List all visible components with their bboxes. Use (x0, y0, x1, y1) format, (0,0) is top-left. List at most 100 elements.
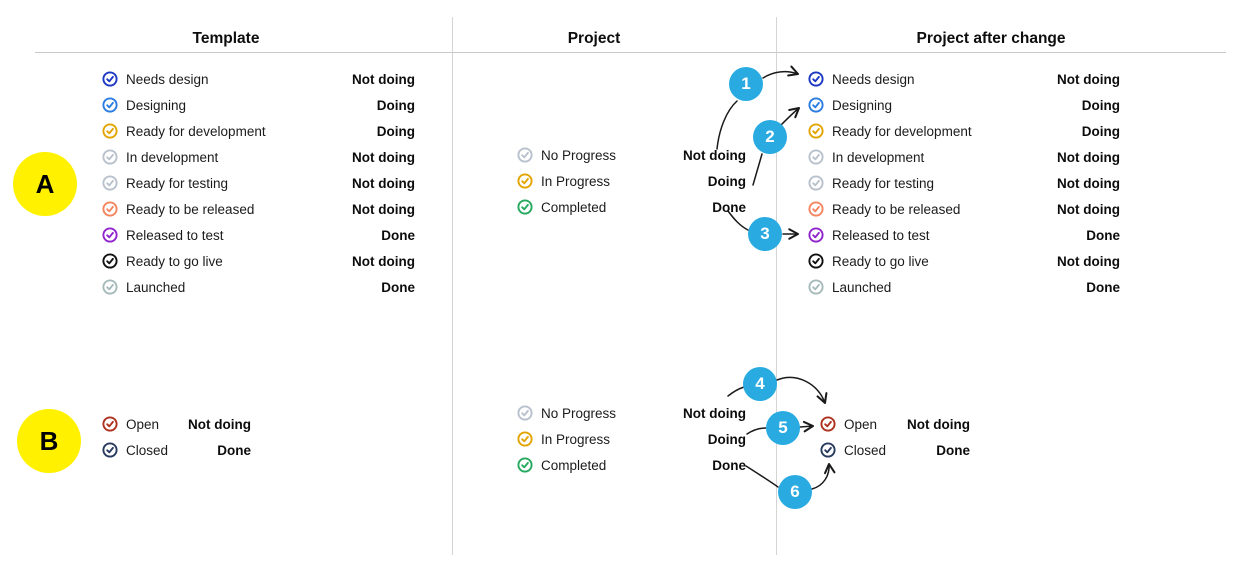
status-label: Designing (126, 97, 187, 113)
status-row: In Progress Doing (517, 168, 746, 194)
status-mapping-value: Not doing (1057, 201, 1120, 217)
status-check-icon (808, 201, 824, 217)
status-mapping-value: Not doing (352, 149, 415, 165)
status-mapping-value: Doing (1081, 97, 1120, 113)
status-check-icon (102, 97, 118, 113)
template-status-list-b: Open Not doing Closed Done (102, 411, 251, 463)
status-row: Designing Doing (102, 92, 415, 118)
status-row: Released to test Done (808, 222, 1120, 248)
status-row: Closed Done (102, 437, 251, 463)
status-row: Ready to go live Not doing (102, 248, 415, 274)
status-check-icon (808, 175, 824, 191)
status-check-icon (808, 97, 824, 113)
status-row: Closed Done (820, 437, 970, 463)
status-row: In Progress Doing (517, 426, 746, 452)
status-mapping-value: Not doing (1057, 253, 1120, 269)
status-row: Ready for development Doing (808, 118, 1120, 144)
status-label: In development (126, 149, 219, 165)
step-badge-1: 1 (729, 67, 763, 101)
status-mapping-value: Not doing (683, 147, 746, 163)
project-status-list-b: No Progress Not doing In Progress Doing … (517, 400, 746, 478)
arrow-5-to (799, 420, 815, 433)
arrow-2-to (780, 106, 801, 126)
status-row: No Progress Not doing (517, 142, 746, 168)
status-label: Released to test (832, 227, 930, 243)
status-mapping-value: Done (1086, 279, 1120, 295)
status-label: No Progress (541, 405, 617, 421)
status-row: Ready to be released Not doing (102, 196, 415, 222)
status-check-icon (102, 71, 118, 87)
status-mapping-value: Not doing (352, 71, 415, 87)
status-mapping-value: Not doing (683, 405, 746, 421)
status-check-icon (517, 457, 533, 473)
arrow-4-from (727, 386, 745, 397)
status-label: Launched (126, 279, 186, 295)
status-mapping-value: Done (1086, 227, 1120, 243)
status-mapping-value: Not doing (1057, 175, 1120, 191)
status-check-icon (102, 253, 118, 269)
status-label: Open (844, 416, 878, 432)
status-label: Completed (541, 457, 607, 473)
status-label: Designing (832, 97, 893, 113)
status-row: Ready to be released Not doing (808, 196, 1120, 222)
step-badge-2: 2 (753, 120, 787, 154)
status-check-icon (517, 405, 533, 421)
status-mapping-value: Not doing (352, 253, 415, 269)
status-check-icon (808, 279, 824, 295)
column-divider (452, 17, 453, 555)
project-after-change-status-list-b: Open Not doing Closed Done (820, 411, 970, 463)
arrow-1-to (762, 65, 800, 79)
status-row: Needs design Not doing (808, 66, 1120, 92)
status-row: Designing Doing (808, 92, 1120, 118)
step-badge-3: 3 (748, 217, 782, 251)
status-check-icon (808, 71, 824, 87)
status-mapping-value: Not doing (188, 416, 251, 432)
status-row: Launched Done (808, 274, 1120, 300)
status-check-icon (102, 201, 118, 217)
template-status-list: Needs design Not doing Designing Doing R… (102, 66, 415, 300)
status-check-icon (517, 173, 533, 189)
column-divider (776, 17, 777, 555)
status-label: Ready for testing (126, 175, 229, 191)
status-check-icon (517, 431, 533, 447)
status-label: Needs design (126, 71, 209, 87)
column-header-project-after-change: Project after change (916, 30, 1066, 47)
step-badge-4: 4 (743, 367, 777, 401)
project-after-change-status-list: Needs design Not doing Designing Doing R… (808, 66, 1120, 300)
status-row: Completed Done (517, 194, 746, 220)
status-label: Ready for development (832, 123, 972, 139)
status-mapping-value: Not doing (352, 201, 415, 217)
arrow-5-from (746, 427, 767, 435)
status-label: Closed (844, 442, 887, 458)
status-check-icon (808, 253, 824, 269)
status-label: In development (832, 149, 925, 165)
status-row: Ready to go live Not doing (808, 248, 1120, 274)
status-check-icon (808, 227, 824, 243)
status-mapping-value: Done (936, 442, 970, 458)
status-mapping-value: Not doing (1057, 71, 1120, 87)
status-row: In development Not doing (102, 144, 415, 170)
status-row: Needs design Not doing (102, 66, 415, 92)
status-label: Open (126, 416, 160, 432)
status-check-icon (102, 149, 118, 165)
status-check-icon (517, 199, 533, 215)
status-label: No Progress (541, 147, 617, 163)
status-mapping-value: Not doing (352, 175, 415, 191)
status-label: Ready for development (126, 123, 266, 139)
status-label: Ready to go live (126, 253, 223, 269)
status-label: Ready for testing (832, 175, 935, 191)
status-row: No Progress Not doing (517, 400, 746, 426)
status-label: Ready to be released (832, 201, 961, 217)
section-marker-b: B (17, 409, 81, 473)
status-row: Released to test Done (102, 222, 415, 248)
status-check-icon (808, 149, 824, 165)
status-check-icon (808, 123, 824, 139)
status-label: Ready to be released (126, 201, 255, 217)
status-check-icon (820, 442, 836, 458)
status-row: Ready for testing Not doing (808, 170, 1120, 196)
header-rule (35, 52, 1226, 53)
status-label: Needs design (832, 71, 915, 87)
status-check-icon (102, 442, 118, 458)
section-marker-a: A (13, 152, 77, 216)
status-mapping-value: Not doing (1057, 149, 1120, 165)
